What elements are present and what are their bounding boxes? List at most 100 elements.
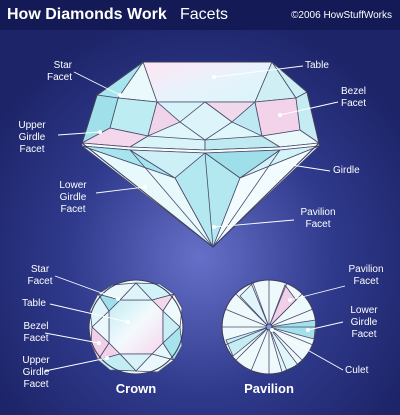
pavilion-label-culet: Culet (345, 365, 369, 376)
label-bezel-facet: Bezel Facet (341, 86, 366, 110)
leader-crown-upper-girdle (44, 357, 108, 372)
pav-line-s6 (250, 326, 270, 372)
crown-label-upper-girdle-facet-line2: Girdle (22, 367, 50, 378)
leader-girdle (284, 163, 331, 172)
pavilion-label-lower-girdle-facet-line3: Facet (351, 329, 377, 340)
pavilion-circle-outline (221, 279, 317, 375)
culet-point (265, 323, 273, 331)
leader-dot-pav-lower-girdle (305, 327, 311, 333)
label-lower-girdle-facet-line1: Lower (59, 180, 87, 191)
pavilion-label-lower-girdle-facet: Lower Girdle Facet (340, 305, 388, 341)
pavilion-line-a (129, 149, 214, 248)
leader-crown-table (49, 303, 129, 323)
crown-view-title: Crown (115, 381, 157, 396)
label-star-facet-line1: Star (53, 60, 72, 71)
label-lower-girdle-facet-line2: Girdle (59, 192, 87, 203)
crown-label-bezel-facet-line2: Facet (23, 333, 49, 344)
leader-pavilion-facet (213, 219, 295, 228)
leader-dot-table (211, 74, 217, 80)
header-bar: How Diamonds Work Facets ©2006 HowStuffW… (0, 0, 400, 30)
main-leader-lines (57, 65, 339, 230)
label-girdle: Girdle (333, 165, 360, 176)
leader-dot-crown-table (125, 319, 131, 325)
leader-bezel-facet (279, 101, 339, 116)
crown-label-upper-girdle-facet-line1: Upper (22, 355, 50, 366)
label-star-facet-line2: Facet (46, 72, 72, 83)
table-facet-shape (142, 61, 273, 103)
bezel-facet-right-shape (254, 97, 301, 137)
copyright-notice: ©2006 HowStuffWorks (291, 10, 392, 21)
small-leader-lines (44, 275, 346, 372)
pav-line-s4 (268, 326, 314, 346)
leader-pav-facet (289, 285, 346, 301)
crown-top-view (88, 279, 184, 375)
bezel-facet-mid-left (147, 101, 181, 137)
leader-dot-girdle (282, 161, 288, 167)
leader-table (213, 65, 304, 78)
pavilion-label-lower-girdle-facet-line1: Lower (350, 305, 378, 316)
label-table: Table (305, 60, 329, 71)
label-upper-girdle-facet: Upper Girdle Facet (8, 120, 56, 156)
label-star-facet: Star Facet (28, 60, 72, 84)
pavilion-line-b (212, 149, 281, 248)
label-upper-girdle-facet-line1: Upper (18, 120, 46, 131)
brand-title: How Diamonds Work (7, 6, 167, 23)
pav-line-s5 (268, 326, 288, 372)
diamond-outline (81, 61, 320, 248)
crown-label-star-facet-line1: Star (30, 264, 50, 275)
leader-dot-crown-upper-girdle (104, 355, 110, 361)
label-upper-girdle-facet-line2: Girdle (18, 132, 46, 143)
label-bezel-facet-line1: Bezel (341, 86, 367, 97)
leader-pav-lower-girdle (307, 321, 344, 331)
leader-dot-lower-girdle-facet (142, 184, 148, 190)
pav-line-s7 (224, 326, 270, 346)
leader-dot-crown-bezel (96, 340, 102, 346)
pavilion-facet-shade-b (225, 326, 270, 357)
crown-label-table: Table (22, 298, 46, 309)
side-view-diamond (81, 61, 320, 248)
crown-label-upper-girdle-facet-line3: Facet (23, 379, 49, 390)
crown-label-bezel-facet-line1: Bezel (23, 321, 49, 332)
lower-girdle-highlight (268, 319, 317, 340)
crown-label-upper-girdle-facet: Upper Girdle Facet (18, 355, 54, 391)
label-pavilion-facet-line1: Pavilion (300, 207, 336, 218)
leader-lower-girdle-facet (95, 186, 146, 194)
leader-dot-upper-girdle-facet (97, 129, 103, 135)
leader-dot-culet (269, 327, 275, 333)
label-lower-girdle-facet-line3: Facet (60, 204, 86, 215)
pavilion-top-view (221, 279, 317, 375)
label-lower-girdle-facet: Lower Girdle Facet (50, 180, 96, 216)
pav-line-s1 (250, 282, 270, 328)
crown-circle-outline (88, 279, 184, 375)
pavilion-facet-left (81, 145, 214, 248)
pavilion-label-pavilion-facet-line2: Facet (353, 276, 379, 287)
label-pavilion-facet: Pavilion Facet (290, 207, 346, 231)
leader-crown-bezel (44, 332, 100, 344)
label-upper-girdle-facet-line3: Facet (19, 144, 45, 155)
crown-label-star-facet-line2: Facet (27, 276, 53, 287)
section-title: Facets (180, 6, 229, 23)
leader-dot-bezel-facet (277, 112, 283, 118)
label-pavilion-facet-line2: Facet (305, 219, 331, 230)
leader-dot-crown-star (115, 296, 121, 302)
pavilion-label-pavilion-facet-line1: Pavilion (348, 264, 384, 275)
crown-table-octagon (108, 299, 164, 355)
pavilion-line-c (204, 152, 214, 248)
label-bezel-facet-line2: Facet (341, 98, 367, 109)
leader-crown-star (54, 275, 119, 300)
pav-line-s2 (268, 282, 288, 328)
pavilion-facet-shade-c (268, 326, 299, 373)
pavilion-label-lower-girdle-facet-line2: Girdle (350, 317, 378, 328)
leader-dot-pav-facet (287, 297, 293, 303)
leader-upper-girdle-facet (57, 131, 101, 136)
crown-label-bezel-facet: Bezel Facet (20, 321, 52, 345)
leader-dot-pavilion-facet (211, 224, 217, 230)
pav-line-s8 (224, 308, 270, 328)
pavilion-facet-shade-a (239, 282, 270, 328)
crown-label-star-facet: Star Facet (22, 264, 58, 288)
leader-dot-star-facet (117, 92, 123, 98)
pavilion-view-title: Pavilion (244, 381, 294, 396)
leader-culet (271, 329, 344, 371)
